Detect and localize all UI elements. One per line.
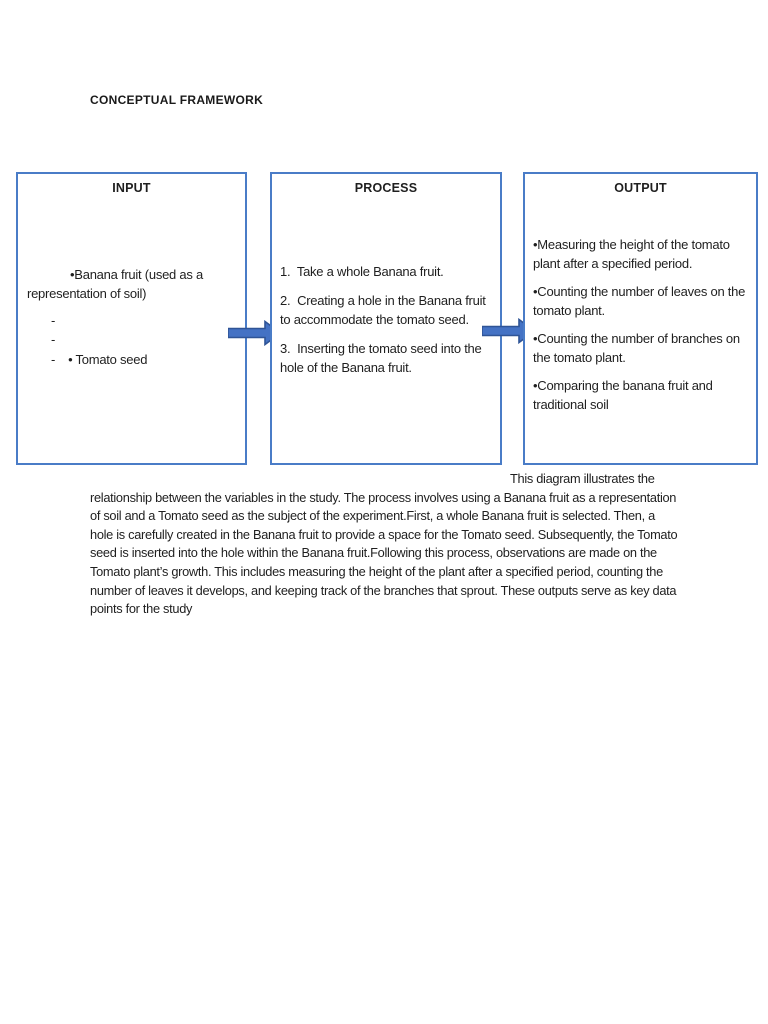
input-dash-2: - [51, 332, 56, 347]
input-dash-1: - [51, 313, 56, 328]
process-box: PROCESS 1. Take a whole Banana fruit. 2.… [270, 172, 502, 465]
caption-paragraph: This diagram illustrates the relationshi… [90, 471, 678, 617]
output-bullets: •Measuring the height of the tomato plan… [533, 235, 752, 423]
output-bullet-1: •Measuring the height of the tomato plan… [533, 237, 730, 271]
input-box-heading: INPUT [112, 181, 151, 195]
output-box-heading: OUTPUT [614, 181, 667, 195]
output-bullet-3: •Counting the number of branches on the … [533, 331, 740, 365]
process-step-3: 3. Inserting the tomato seed into the ho… [280, 341, 485, 375]
input-item-banana: •Banana fruit (used as a representation … [27, 267, 203, 301]
input-item-tomato: • Tomato seed [68, 352, 148, 367]
process-box-heading: PROCESS [354, 181, 418, 195]
document-title: CONCEPTUAL FRAMEWORK [90, 93, 264, 107]
output-bullet-2: •Counting the number of leaves on the to… [533, 284, 746, 318]
input-box: INPUT •Banana fruit (used as a represent… [16, 172, 247, 465]
process-step-1: 1. Take a whole Banana fruit. [280, 264, 444, 279]
input-tomato-row: - • Tomato seed [51, 350, 147, 369]
output-box: OUTPUT •Measuring the height of the toma… [523, 172, 758, 465]
output-bullet-4: •Comparing the banana fruit and traditio… [533, 378, 713, 412]
input-dash-3: - [51, 352, 56, 367]
process-step-2: 2. Creating a hole in the Banana fruit t… [280, 293, 489, 327]
process-steps: 1. Take a whole Banana fruit. 2. Creatin… [280, 262, 494, 387]
